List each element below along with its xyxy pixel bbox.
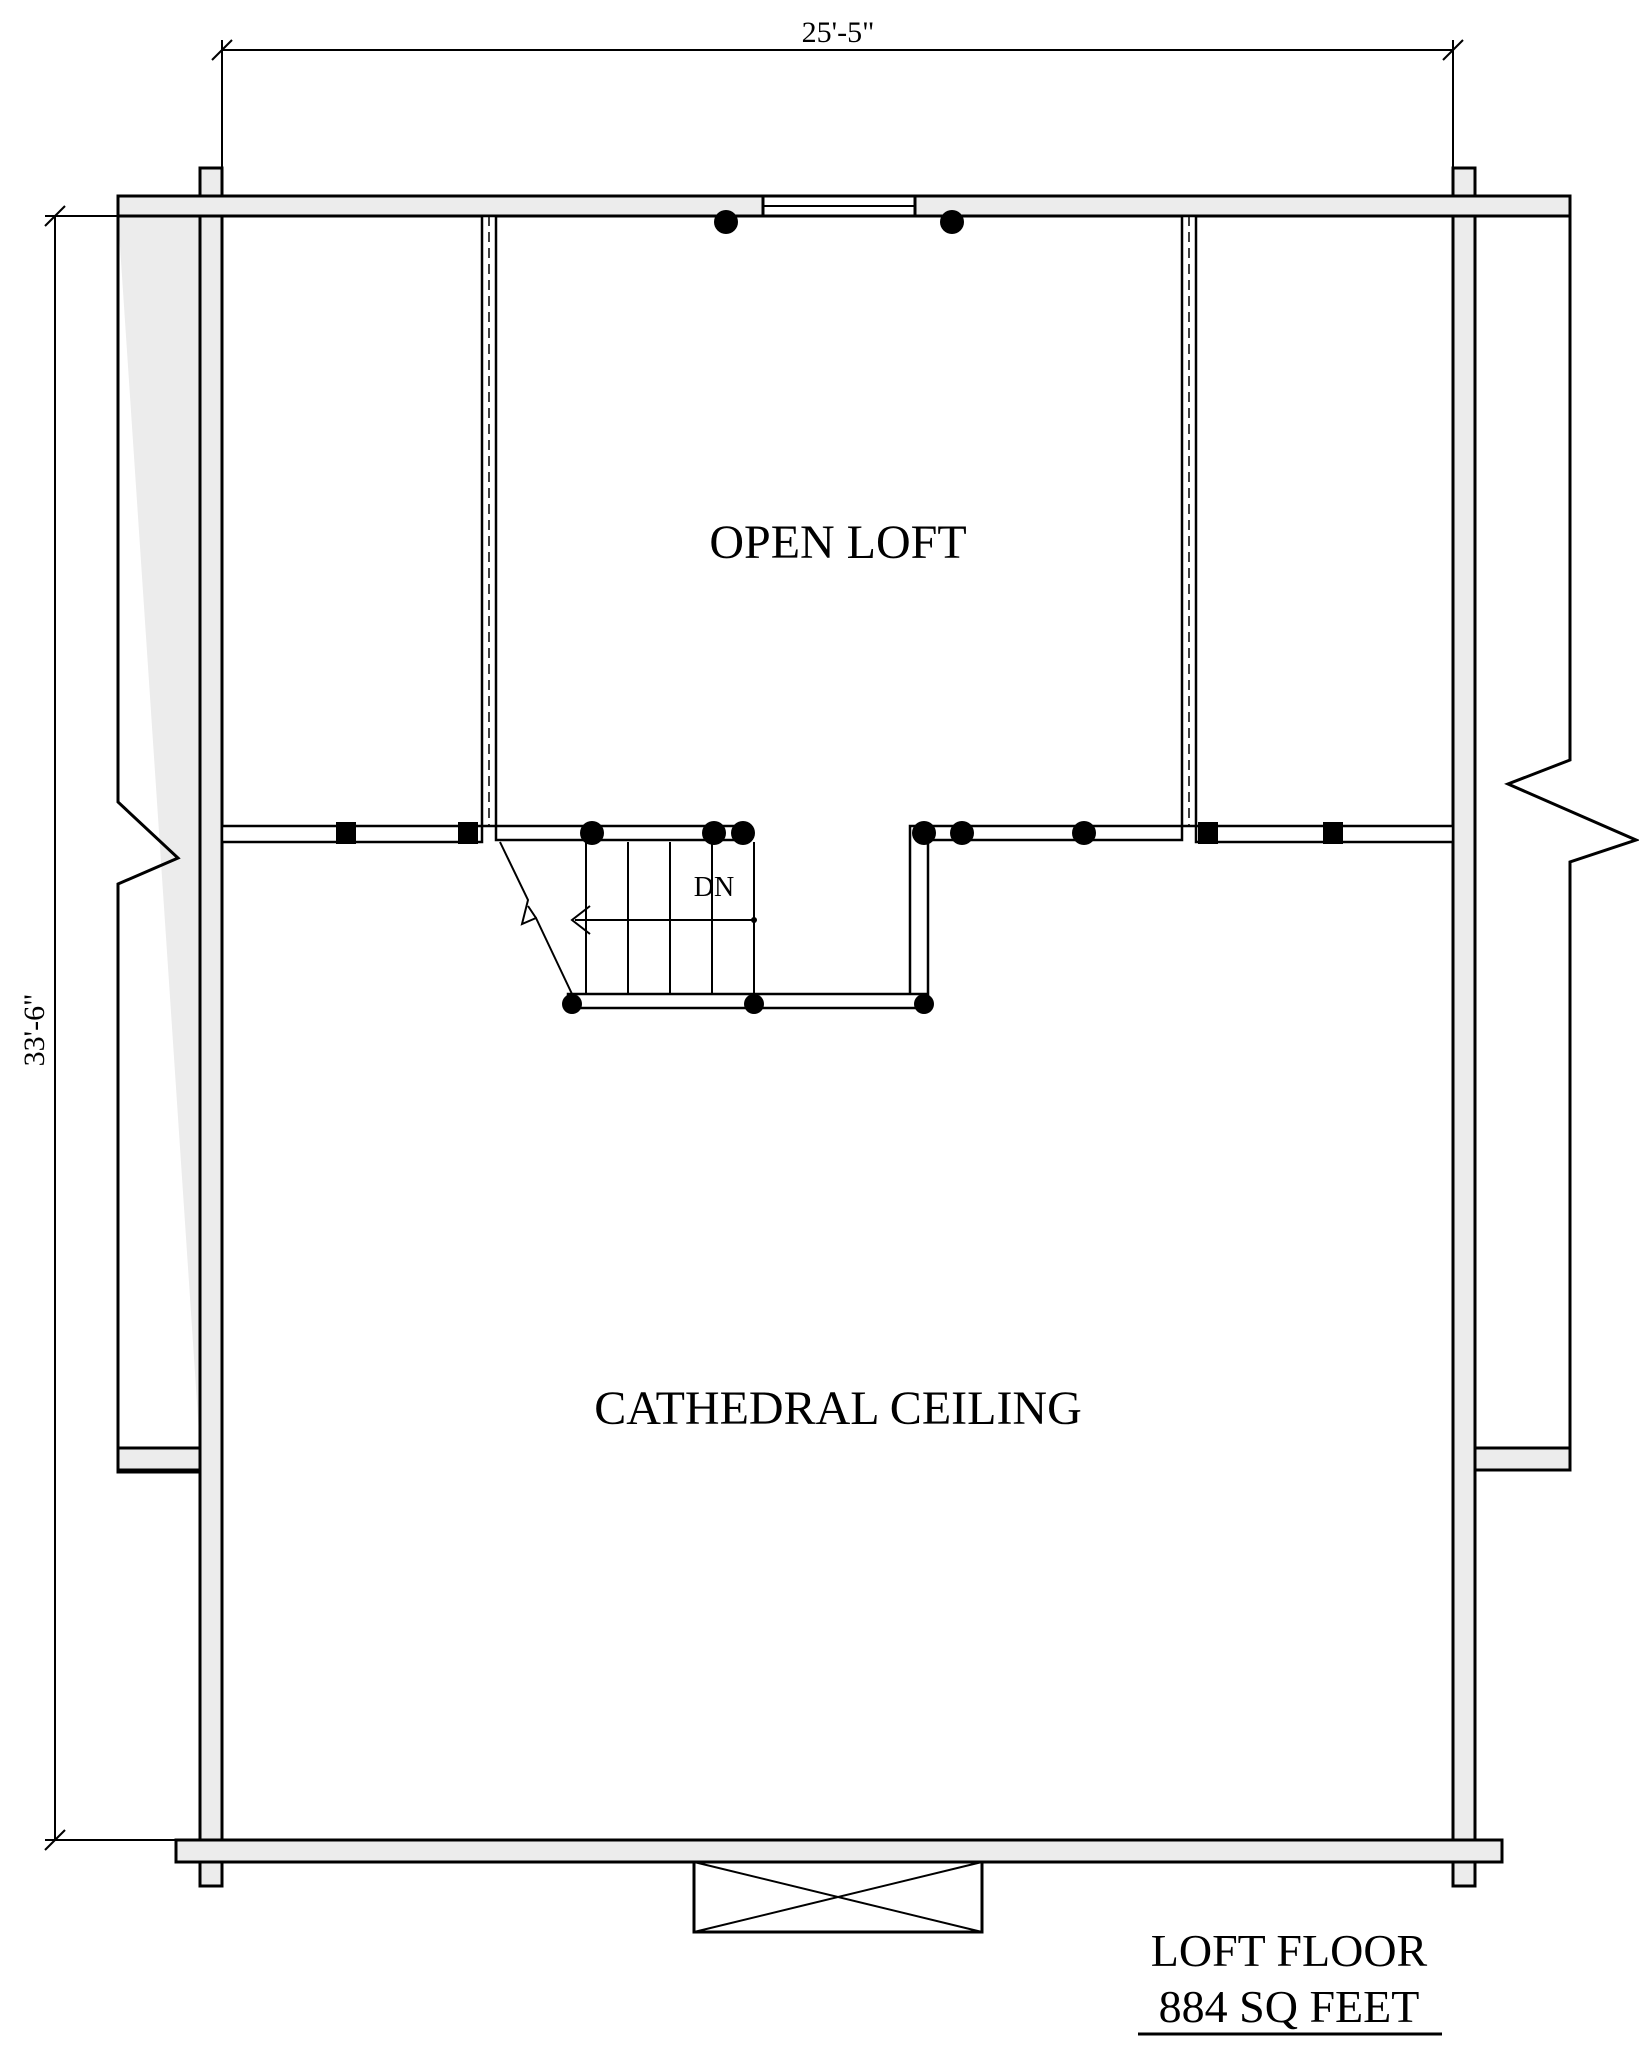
round-post	[1072, 821, 1096, 845]
bottom-door	[692, 1860, 984, 1934]
round-post	[950, 821, 974, 845]
round-post	[580, 821, 604, 845]
top-wall-right	[913, 194, 1572, 218]
round-post	[912, 821, 936, 845]
open-loft-label: OPEN LOFT	[709, 516, 966, 569]
stair	[499, 841, 757, 995]
left-ledge	[116, 1446, 202, 1472]
depth-dimension-label: 33'-6"	[18, 994, 51, 1067]
round-post	[702, 821, 726, 845]
right-ledge	[1473, 1446, 1572, 1472]
left-wall	[198, 166, 224, 1888]
round-post	[940, 210, 964, 234]
square-post	[1323, 822, 1343, 844]
loft-partition-walls	[220, 214, 1455, 1010]
round-posts	[562, 210, 1096, 1014]
round-post	[744, 994, 764, 1014]
round-post	[562, 994, 582, 1014]
round-post	[731, 821, 755, 845]
cathedral-ceiling-label: CATHEDRAL CEILING	[594, 1382, 1082, 1435]
floor-area: 884 SQ FEET	[1159, 1981, 1420, 2032]
square-post	[336, 822, 356, 844]
round-post	[714, 210, 738, 234]
square-posts	[336, 822, 1343, 844]
width-dimension-line	[211, 39, 1464, 192]
exterior-walls	[116, 166, 1639, 1888]
round-post	[914, 994, 934, 1014]
stair-arrow-tail	[751, 917, 757, 923]
top-wall-left	[116, 194, 765, 218]
square-post	[1198, 822, 1218, 844]
stair-direction-label: DN	[694, 872, 734, 903]
width-dimension-label: 25'-5"	[802, 16, 875, 49]
bottom-wall	[174, 1838, 1504, 1864]
top-window	[761, 194, 917, 218]
floor-title: LOFT FLOOR	[1151, 1925, 1428, 1976]
right-wall	[1451, 166, 1477, 1888]
square-post	[458, 822, 478, 844]
